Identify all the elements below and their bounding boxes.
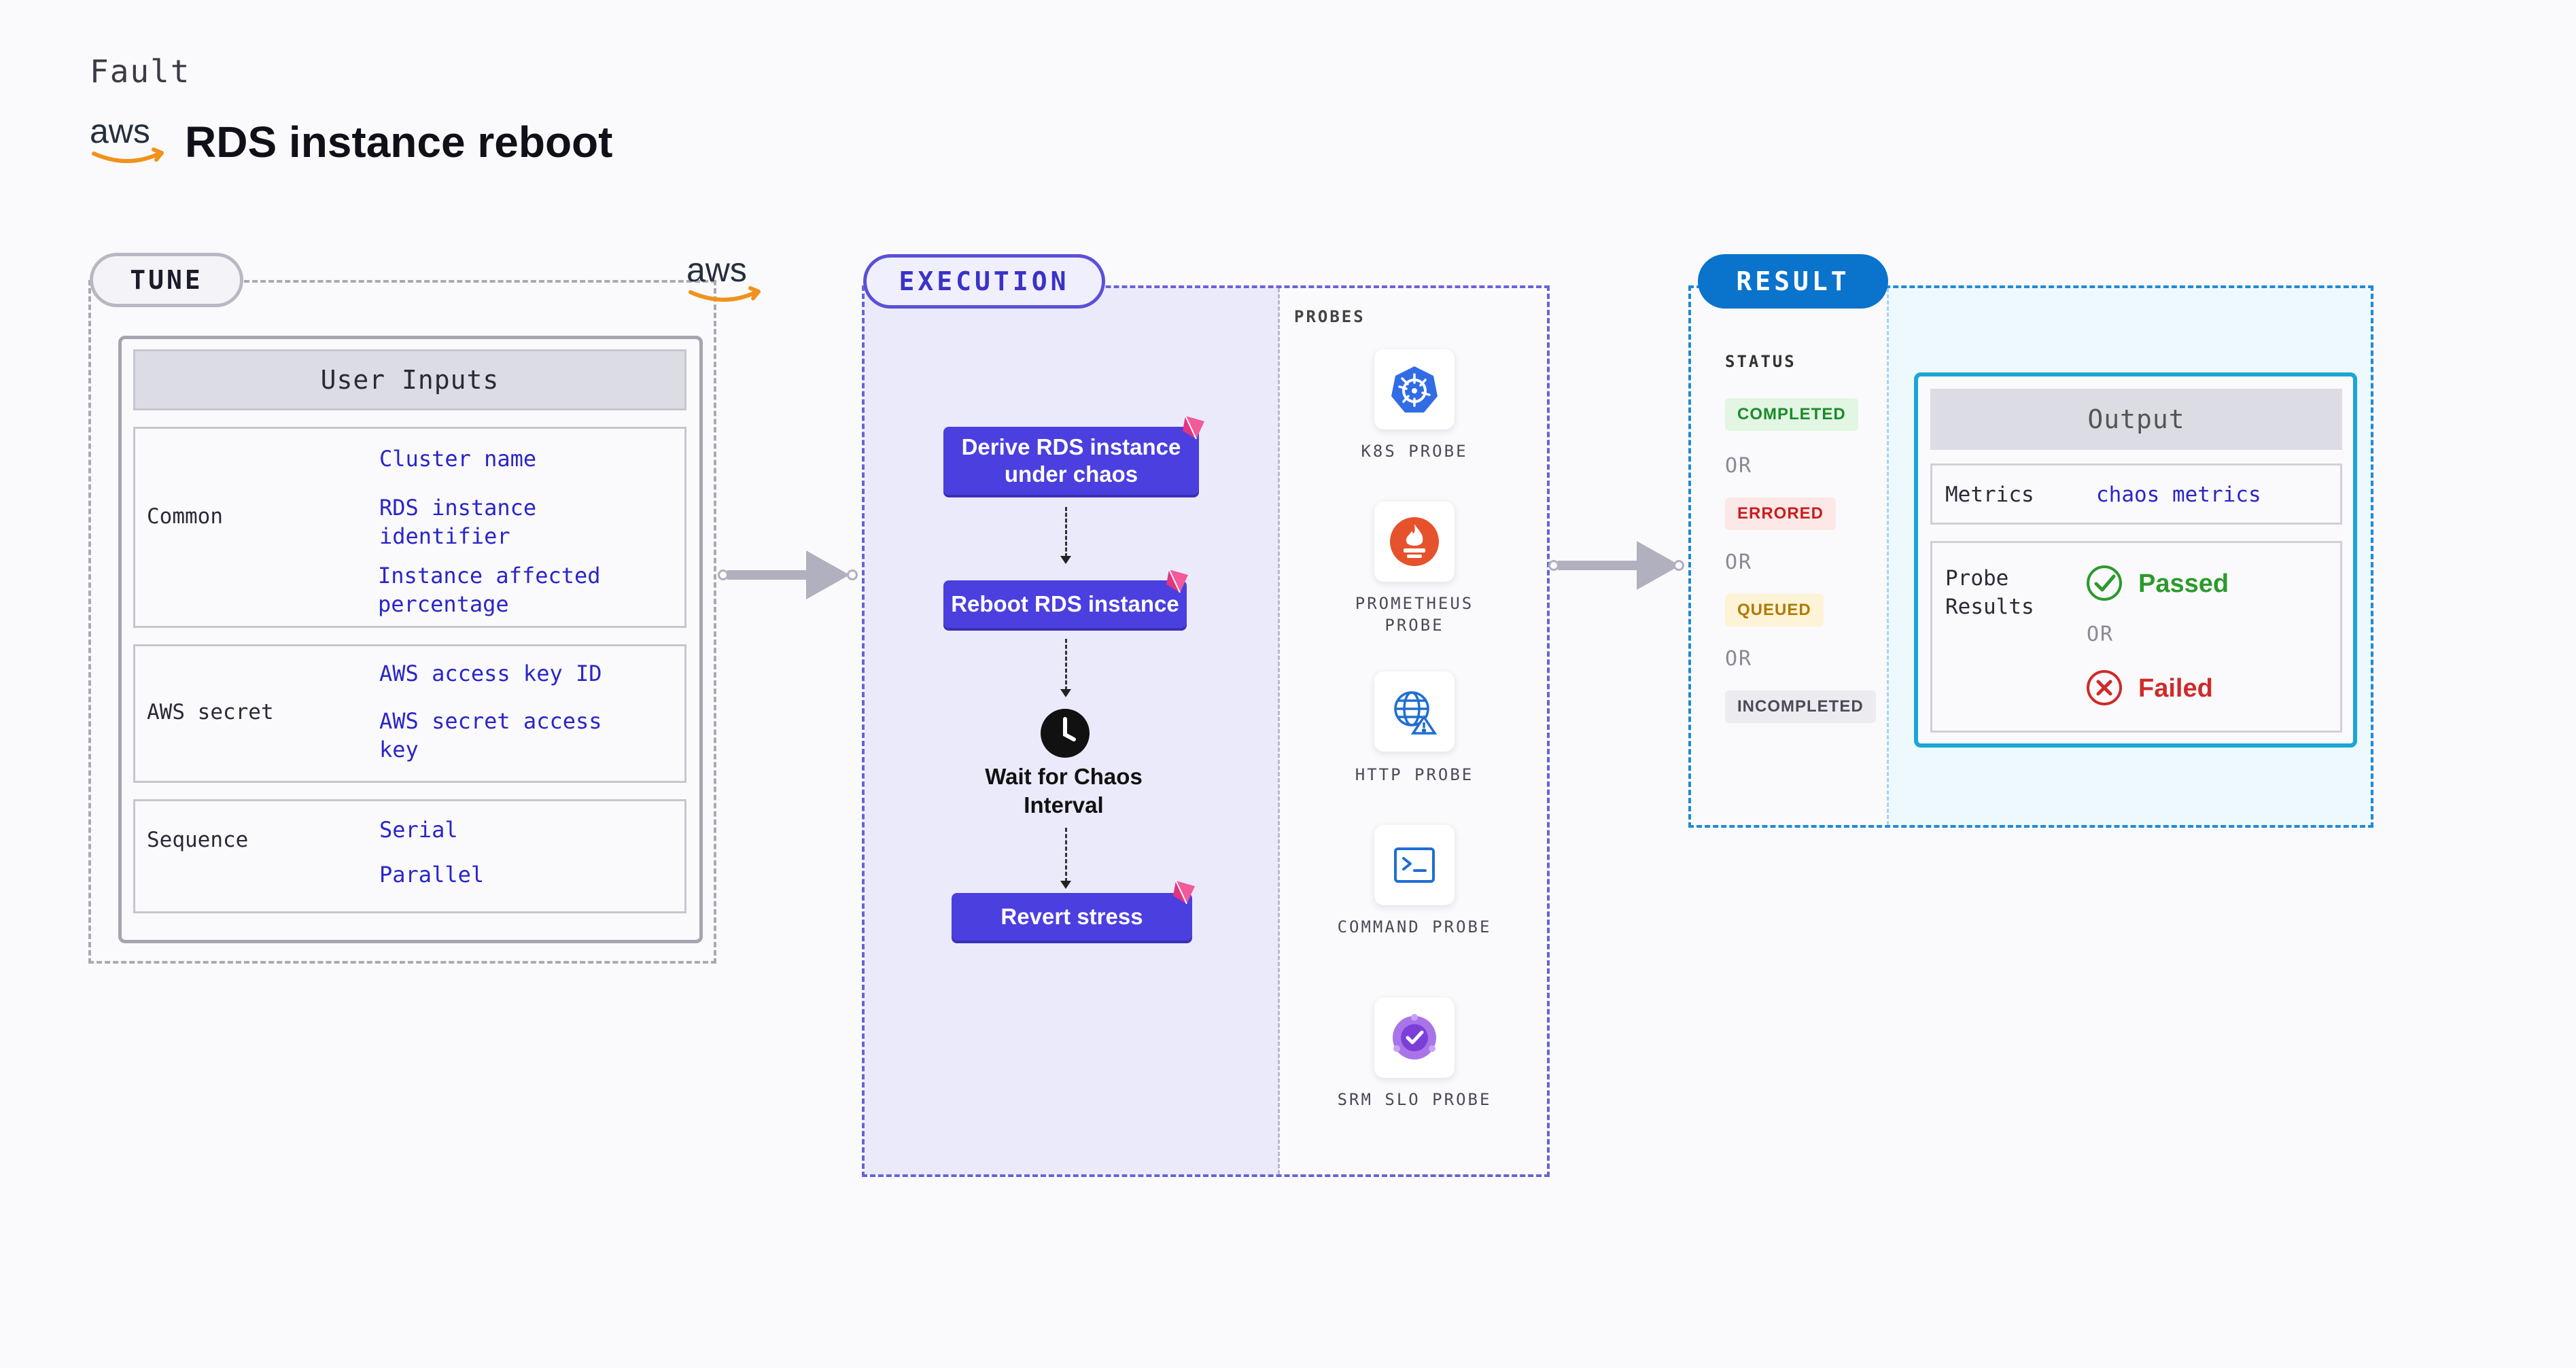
input-item-parallel: Parallel <box>379 862 485 888</box>
chaos-hub-icon <box>1164 567 1191 594</box>
check-circle-icon <box>2085 564 2123 606</box>
metrics-label: Metrics <box>1945 483 2034 507</box>
input-row-sequence <box>133 799 686 913</box>
terminal-icon <box>1374 825 1455 905</box>
probe-results-label: Probe Results <box>1945 566 2034 619</box>
probes-title: PROBES <box>1294 307 1365 326</box>
connector-arrow-icon <box>806 550 850 603</box>
or-separator: OR <box>1725 550 1753 574</box>
flow-arrow-icon <box>1060 556 1071 564</box>
execution-panel <box>862 285 1550 1177</box>
step-wait-for-chaos-interval: Wait for Chaos Interval <box>985 764 1143 818</box>
or-separator: OR <box>1725 454 1753 478</box>
clock-icon <box>1040 708 1090 762</box>
tune-pill: TUNE <box>90 253 243 307</box>
probe-label-srm-slo: SRM SLO PROBE <box>1337 1090 1492 1109</box>
input-item-cluster-name: Cluster name <box>379 446 537 472</box>
page-title: RDS instance reboot <box>185 118 613 166</box>
or-separator: OR <box>1725 647 1753 671</box>
input-row-aws-secret <box>133 644 686 783</box>
step-reboot-rds-instance: Reboot RDS instance <box>943 580 1187 628</box>
prometheus-icon <box>1374 502 1455 582</box>
status-badge-errored: ERRORED <box>1725 497 1837 530</box>
flow-dashed-line <box>1065 639 1067 690</box>
svg-text:aws: aws <box>90 114 150 150</box>
input-item-rds-instance-identifier: RDS instance identifier <box>379 495 537 549</box>
tune-panel <box>88 280 716 964</box>
aws-logo-icon: aws <box>88 112 170 172</box>
result-panel <box>1688 285 2373 828</box>
input-item-aws-secret-access-key: AWS secret access key <box>379 708 602 762</box>
result-divider <box>1887 288 1889 825</box>
status-badge-completed: COMPLETED <box>1725 398 1858 431</box>
flow-arrow-icon <box>1060 689 1071 697</box>
flow-arrow-icon <box>1060 881 1071 889</box>
input-item-serial: Serial <box>379 817 458 843</box>
output-row-metrics <box>1930 463 2342 525</box>
step-derive-rds-instance: Derive RDS instance under chaos <box>943 427 1199 495</box>
input-item-aws-access-key-id: AWS access key ID <box>379 661 602 686</box>
output-title: Output <box>1930 389 2342 450</box>
probe-label-k8s: K8S PROBE <box>1361 442 1468 461</box>
input-item-instance-affected-percentage: Instance affected percentage <box>378 563 601 617</box>
x-circle-icon <box>2085 669 2123 710</box>
failed-label: Failed <box>2138 674 2213 703</box>
http-globe-icon <box>1374 671 1455 752</box>
probe-label-prometheus: PROMETHEUS PROBE <box>1355 594 1474 635</box>
status-badge-incompleted: INCOMPLETED <box>1725 690 1876 723</box>
status-title: STATUS <box>1725 352 1796 371</box>
execution-divider <box>1278 288 1280 1174</box>
svg-text:aws: aws <box>686 253 747 289</box>
row-label-common: Common <box>147 504 223 529</box>
or-separator: OR <box>2087 622 2114 646</box>
passed-label: Passed <box>2138 569 2229 598</box>
srm-slo-icon <box>1374 998 1455 1078</box>
metrics-value: chaos metrics <box>2096 483 2261 507</box>
step-revert-stress: Revert stress <box>952 893 1192 941</box>
execution-pill: EXECUTION <box>863 254 1105 309</box>
chaos-hub-icon <box>1170 878 1198 905</box>
chaos-hub-icon <box>1180 413 1207 440</box>
flow-dashed-line <box>1065 828 1067 882</box>
user-inputs-title: User Inputs <box>133 349 686 410</box>
connector-line <box>1558 561 1639 570</box>
connector-arrow-icon <box>1637 541 1680 593</box>
result-pill: RESULT <box>1698 254 1888 309</box>
connector-dot <box>1673 560 1684 571</box>
probe-label-command: COMMAND PROBE <box>1337 917 1492 936</box>
input-row-common <box>133 427 686 628</box>
fault-label: Fault <box>90 53 191 90</box>
kubernetes-icon <box>1374 349 1455 429</box>
flow-dashed-line <box>1065 507 1067 557</box>
connector-line <box>727 570 809 580</box>
row-label-aws-secret: AWS secret <box>147 700 274 724</box>
aws-logo-icon: aws <box>685 251 767 311</box>
connector-dot <box>847 569 858 580</box>
status-badge-queued: QUEUED <box>1725 594 1824 627</box>
row-label-sequence: Sequence <box>147 828 249 852</box>
probe-label-http: HTTP PROBE <box>1355 765 1474 784</box>
output-row-probe-results <box>1930 541 2342 733</box>
